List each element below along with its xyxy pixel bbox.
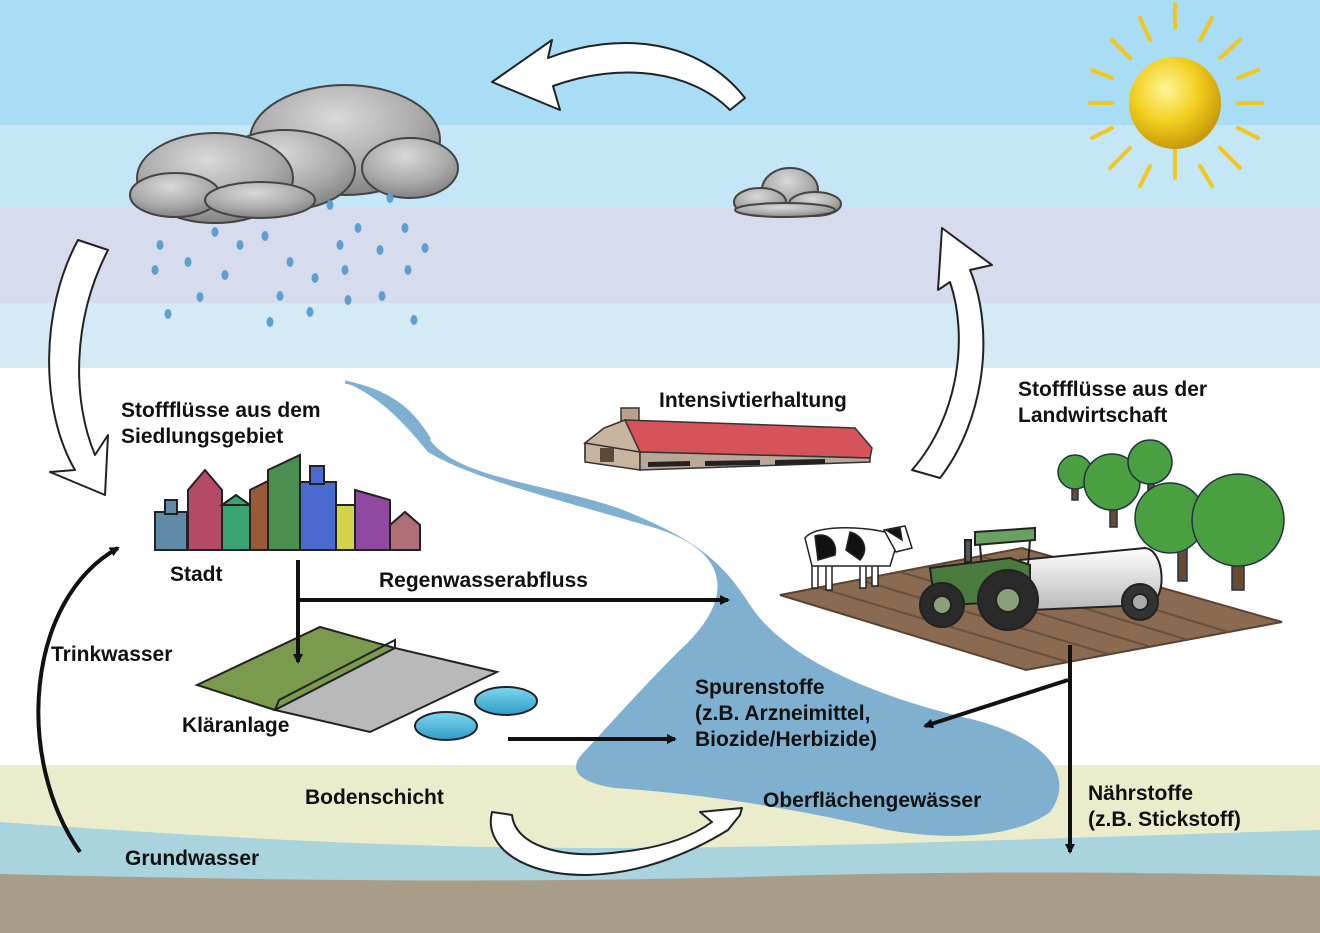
right-curved-arrow [911,227,993,479]
label-line: Nährstoffe [1088,782,1194,805]
arrow-grundwasser-to-stadt [36,546,120,854]
label-line: (z.B. Arzneimittel, [695,702,871,725]
top-curved-arrow [491,39,746,111]
label-stadt: Stadt [170,563,223,586]
label-naehrstoffe: Nährstoffe (z.B. Stickstoff) [1088,781,1241,833]
label-line: Siedlungsgebiet [121,425,284,448]
trees-icon [1057,439,1285,591]
small-cloud-icon [733,167,842,218]
cycle-arrows [48,39,993,876]
label-bodenschicht: Bodenschicht [305,786,444,809]
city-icon [154,453,421,551]
label-klaeranlage: Kläranlage [182,714,290,737]
label-line: (z.B. Stickstoff) [1088,808,1241,831]
label-line: Landwirtschaft [1018,404,1168,427]
label-stoffflusse-siedlung: Stoffflüsse aus dem Siedlungsgebiet [121,398,321,450]
flow-arrows [36,546,1075,854]
label-line: Stoffflüsse aus der [1018,378,1208,401]
rain-cloud-icon [129,84,459,327]
label-spurenstoffe: Spurenstoffe (z.B. Arzneimittel, Biozide… [695,675,877,753]
bottom-curved-arrow [489,807,743,876]
arrow-field-to-spurenstoffe [923,678,1069,729]
left-curved-arrow [48,239,109,496]
river [345,382,1060,836]
label-line: Stoffflüsse aus dem [121,399,321,422]
bedrock-layer [0,872,1320,933]
cow-icon [804,525,913,591]
sewage-plant-icon [194,625,538,741]
label-line: Spurenstoffe [695,676,825,699]
label-intensivtierhaltung: Intensivtierhaltung [659,389,847,412]
label-line: Biozide/Herbizide) [695,728,878,751]
label-trinkwasser: Trinkwasser [51,643,173,666]
tractor-icon [919,526,1163,631]
sun-icon [1088,2,1264,188]
barn-icon [582,407,873,471]
label-stoffflusse-landwirtschaft: Stoffflüsse aus der Landwirtschaft [1018,377,1207,429]
label-grundwasser: Grundwasser [125,847,260,870]
label-regenwasserabfluss: Regenwasserabfluss [379,569,588,592]
label-oberflaechengewaesser: Oberflächengewässer [763,789,982,812]
